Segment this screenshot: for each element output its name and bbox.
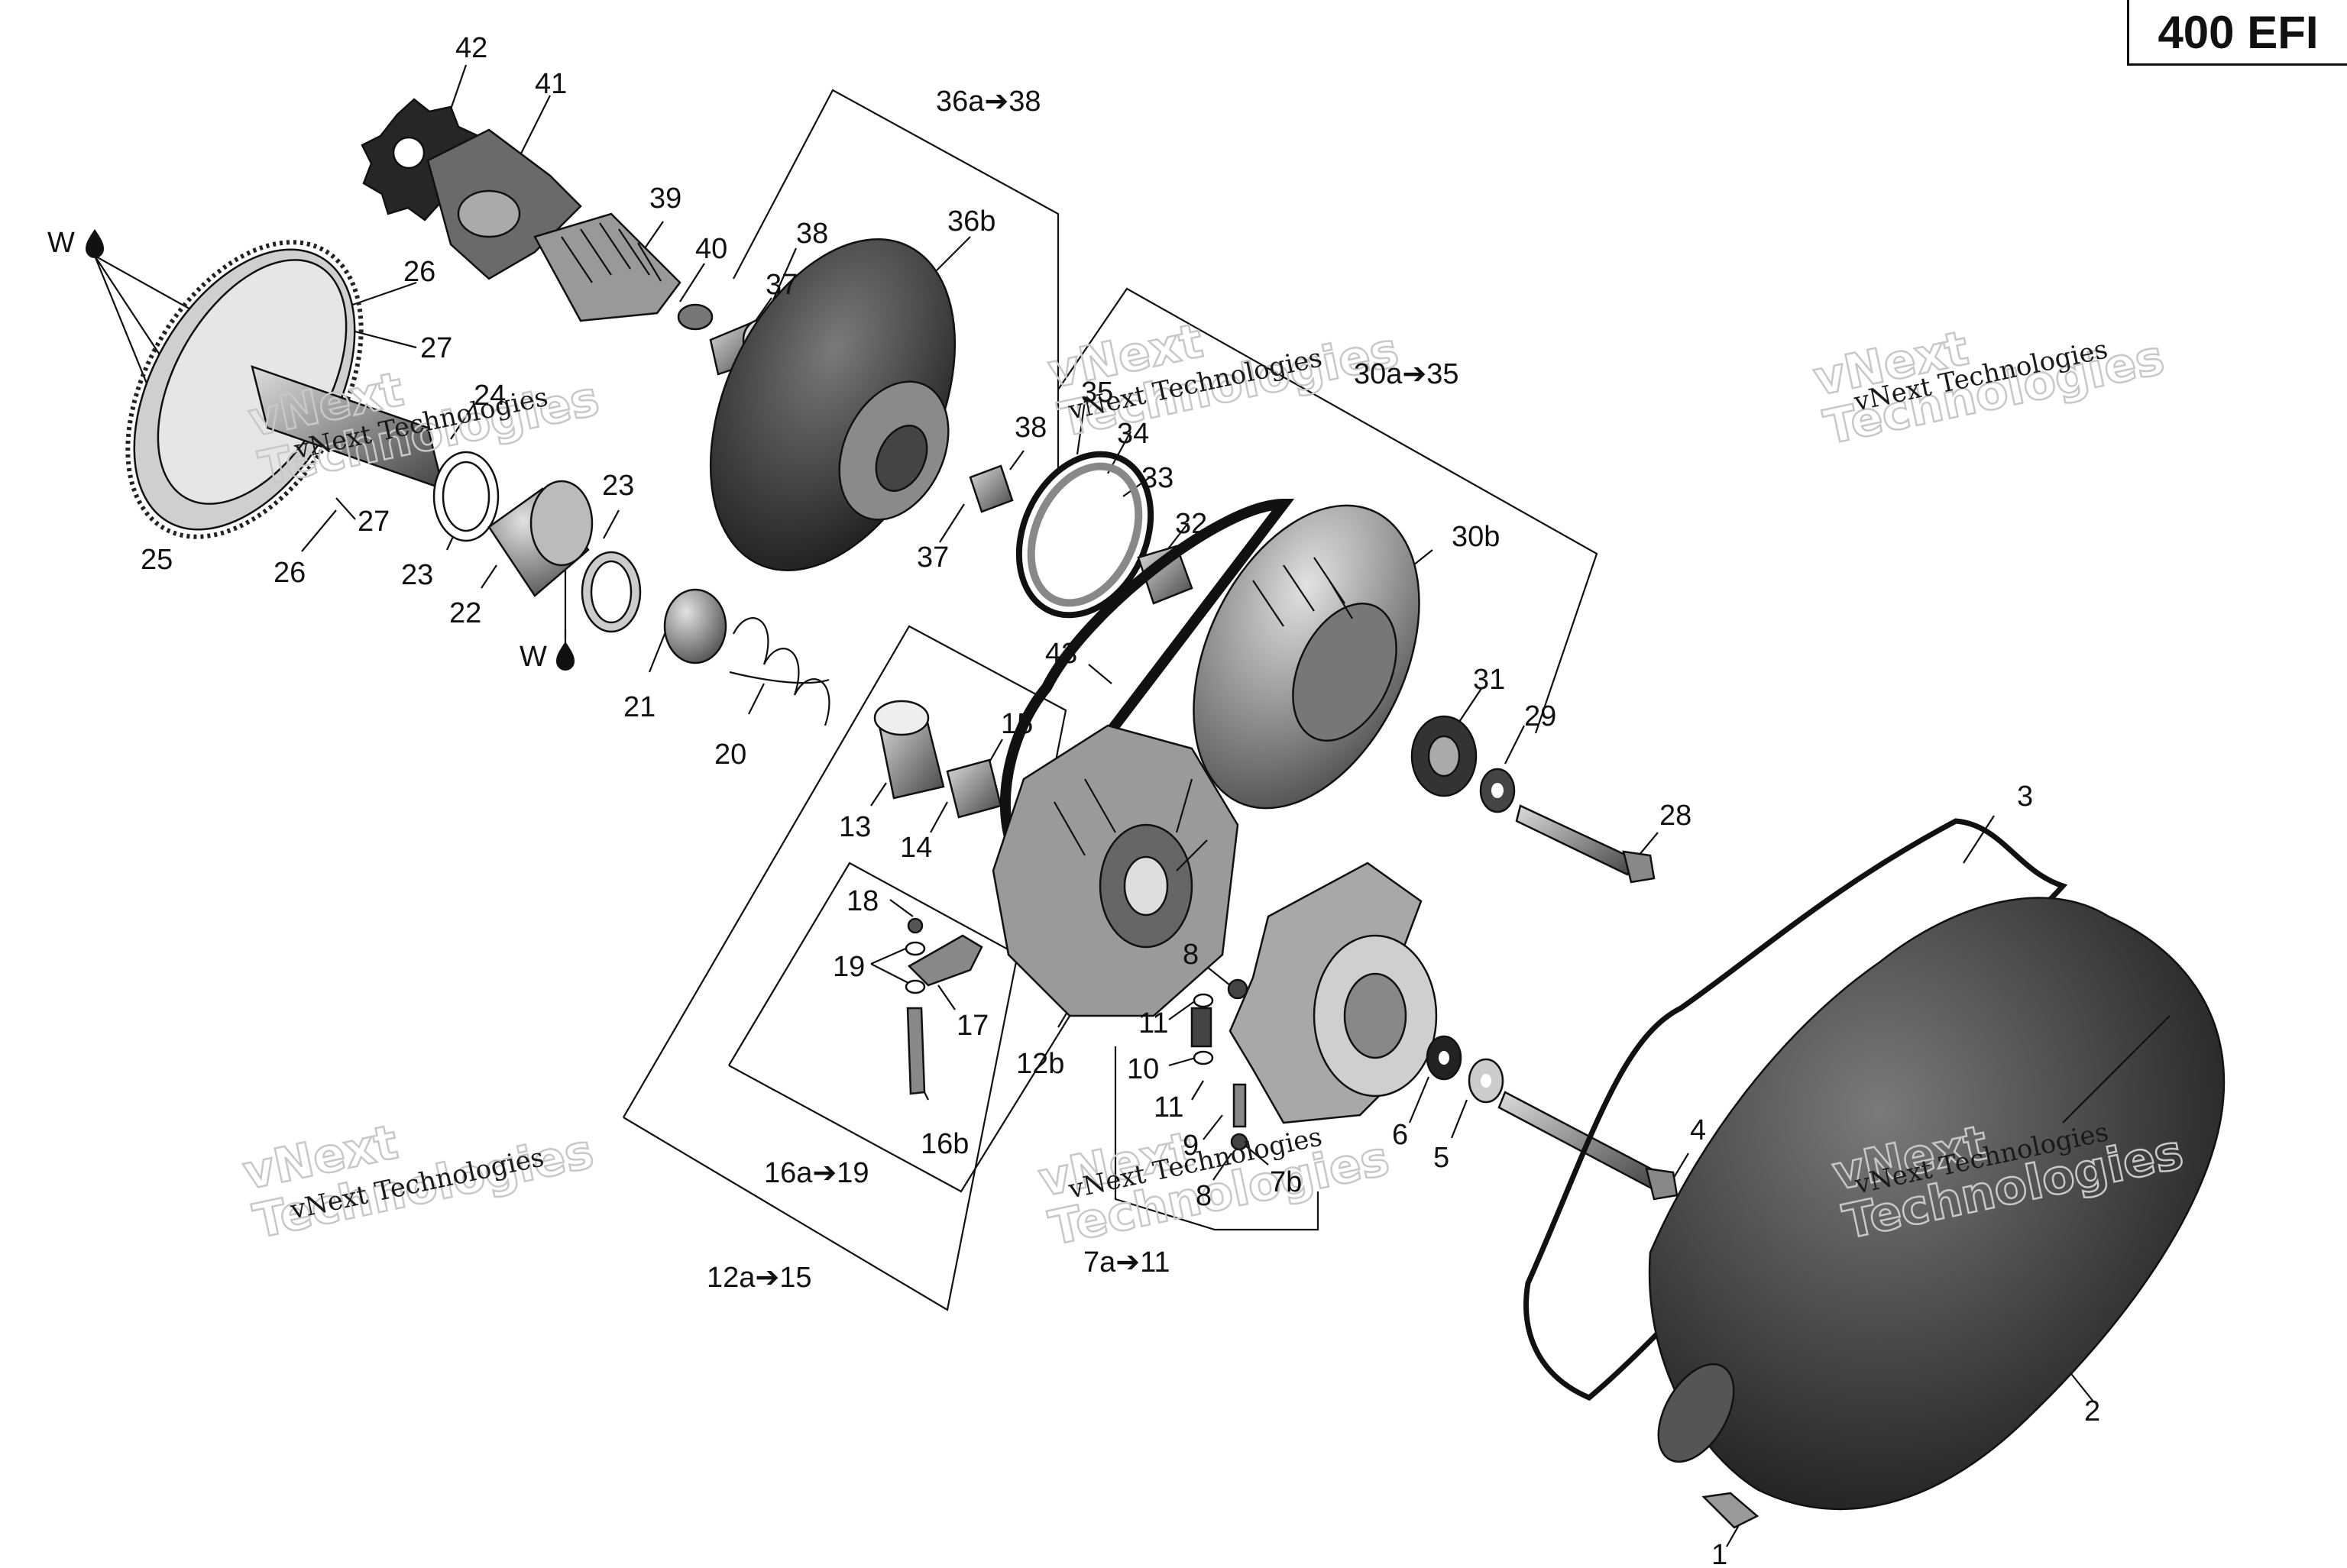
lubricant-drop-icon-2 [556, 642, 575, 671]
part-8-11-rollers [1190, 978, 1248, 1151]
callout-labels: 42 41 39 40 38 37 36b 36a➔38 W 26 27 24 … [47, 32, 2100, 1568]
callout-26-top: 26 [403, 256, 435, 288]
part-12b-drive-pulley [992, 724, 1239, 1017]
model-badge: 400 EFI [2127, 0, 2347, 66]
callout-18: 18 [847, 885, 879, 917]
callout-8-lower: 8 [1196, 1180, 1212, 1212]
callout-4: 4 [1690, 1114, 1706, 1146]
callout-37-lower: 37 [917, 542, 949, 574]
part-1-screw [1701, 1492, 1759, 1529]
lubricant-drop-icon-1 [86, 229, 104, 258]
callout-13: 13 [839, 811, 871, 843]
callout-33: 33 [1141, 462, 1174, 494]
frame-7a-11 [1114, 1046, 1319, 1231]
part-43-belt [999, 498, 1295, 866]
callout-3: 3 [2017, 781, 2033, 813]
frame-30a-35 [1057, 287, 1598, 734]
part-2-cover [1648, 897, 2226, 1511]
watermark-4: vNext Technologies vNext Technologies [238, 1113, 599, 1250]
callout-24: 24 [474, 380, 506, 412]
callout-8-upper: 8 [1183, 939, 1199, 971]
part-32-33-bushing [1137, 545, 1193, 605]
callout-41: 41 [535, 68, 567, 100]
callout-36b: 36b [947, 205, 995, 238]
part-3-gasket [1523, 818, 2068, 1402]
part-40-shaft-end [677, 303, 714, 331]
callout-28: 28 [1659, 800, 1691, 832]
callout-35: 35 [1081, 377, 1113, 409]
callout-16a-19: 16a➔19 [764, 1157, 869, 1189]
callout-7b: 7b [1270, 1166, 1302, 1198]
callout-26-bottom: 26 [274, 557, 306, 589]
callout-23-left: 23 [401, 559, 433, 591]
callout-42: 42 [455, 32, 487, 64]
part-16b-pin [906, 1007, 926, 1095]
callout-20: 20 [714, 739, 746, 771]
callout-21: 21 [623, 691, 656, 723]
callout-30a-35: 30a➔35 [1354, 358, 1459, 390]
callout-34: 34 [1117, 418, 1149, 450]
callout-10: 10 [1127, 1053, 1159, 1085]
part-22-sleeve [487, 480, 594, 597]
part-36b-fixed-sheave [709, 238, 957, 571]
watermark-2: vNext Technologies vNext Technologies [1042, 312, 1403, 449]
part-21-20-spring [663, 588, 830, 726]
callout-36a-38: 36a➔38 [936, 86, 1041, 118]
part-5-6-washers [1426, 1035, 1504, 1104]
callout-19: 19 [833, 951, 865, 983]
part-31-bearing [1410, 715, 1478, 797]
callout-w-1: W [47, 227, 75, 259]
callout-w-2: W [520, 641, 547, 673]
callout-11-upper: 11 [1138, 1007, 1168, 1039]
part-4-bolt [1497, 1091, 1679, 1201]
callout-16b: 16b [921, 1128, 969, 1160]
callout-12b: 12b [1016, 1048, 1064, 1080]
part-29-washer [1479, 768, 1516, 813]
callout-27-top: 27 [420, 332, 452, 364]
part-13-14-15-bushings [873, 700, 1002, 819]
callout-22: 22 [449, 597, 481, 629]
callout-30b: 30b [1452, 521, 1500, 553]
callout-38: 38 [796, 218, 828, 250]
part-23-24-seals [432, 451, 642, 633]
frame-36a-38 [733, 89, 1060, 470]
callout-38-lower: 38 [1015, 412, 1047, 444]
callout-12a-15: 12a➔15 [707, 1262, 812, 1294]
callout-1: 1 [1711, 1539, 1727, 1564]
callout-29: 29 [1524, 700, 1556, 732]
part-28-bolt [1515, 804, 1656, 884]
callout-25: 25 [141, 544, 173, 576]
callout-15: 15 [1001, 708, 1033, 740]
frame-12a-15 [623, 625, 1067, 1311]
part-17-18-19-lever [905, 917, 983, 994]
callout-2: 2 [2084, 1395, 2100, 1427]
callout-7a-11: 7a➔11 [1083, 1246, 1170, 1279]
callout-17: 17 [957, 1010, 989, 1042]
part-7b-spider [1229, 862, 1438, 1124]
callout-32: 32 [1175, 508, 1207, 540]
callout-23-right: 23 [602, 470, 634, 502]
callout-6: 6 [1392, 1119, 1408, 1151]
callout-39: 39 [649, 183, 681, 215]
callout-14: 14 [900, 832, 932, 864]
callout-11-lower: 11 [1154, 1091, 1183, 1123]
callout-31: 31 [1473, 664, 1505, 696]
callout-5: 5 [1433, 1142, 1449, 1174]
part-39-screw [533, 212, 681, 322]
callout-37: 37 [766, 269, 798, 301]
callout-9: 9 [1183, 1130, 1199, 1162]
part-25-flywheel [125, 240, 445, 539]
part-30b-movable-sheave [1193, 504, 1420, 810]
watermark-3: vNext Technologies vNext Technologies [1808, 318, 2169, 456]
callout-43: 43 [1045, 638, 1077, 670]
callout-27-bottom: 27 [358, 506, 390, 538]
callout-40: 40 [695, 233, 727, 265]
